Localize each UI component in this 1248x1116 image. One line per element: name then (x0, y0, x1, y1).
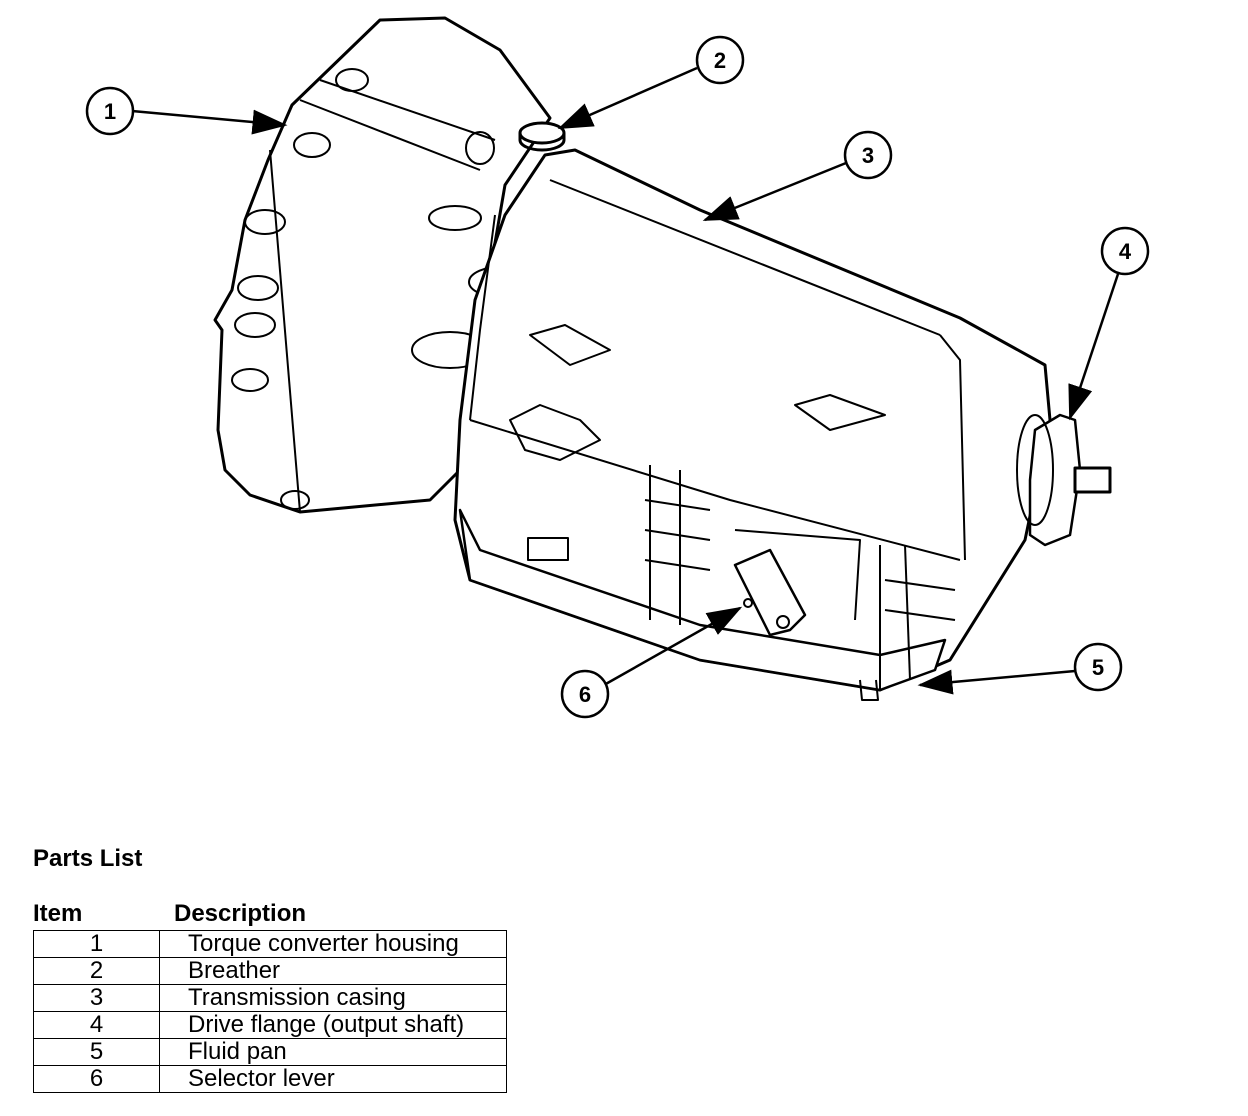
table-row: 6 Selector lever (33, 1065, 507, 1093)
callout-4-label: 4 (1119, 239, 1132, 264)
table-row: 3 Transmission casing (33, 984, 507, 1012)
item-description: Breather (159, 957, 507, 985)
item-column-header: Item (33, 900, 83, 927)
callout-6: 6 (560, 669, 610, 719)
description-column-header: Description (174, 900, 307, 927)
item-description: Selector lever (159, 1065, 507, 1093)
item-number: 6 (33, 1065, 160, 1093)
item-number: 2 (33, 957, 160, 985)
item-description: Fluid pan (159, 1038, 507, 1066)
callout-5-label: 5 (1092, 655, 1104, 680)
callout-6-label: 6 (579, 682, 591, 707)
item-description: Torque converter housing (159, 930, 507, 958)
item-number: 1 (33, 930, 160, 958)
leader-line-5 (917, 669, 1076, 695)
item-description: Transmission casing (159, 984, 507, 1012)
leader-line-6 (603, 606, 743, 687)
parts-list-title: Parts List (33, 845, 143, 872)
table-row: 1 Torque converter housing (33, 930, 507, 958)
callout-3: 3 (843, 130, 893, 180)
callout-2-label: 2 (714, 48, 726, 73)
item-number: 3 (33, 984, 160, 1012)
callout-3-label: 3 (862, 143, 874, 168)
parts-table: 1 Torque converter housing 2 Breather 3 … (33, 930, 507, 1093)
callout-2: 2 (695, 35, 745, 85)
table-row: 2 Breather (33, 957, 507, 985)
item-number: 4 (33, 1011, 160, 1039)
callout-5: 5 (1073, 642, 1123, 692)
table-row: 5 Fluid pan (33, 1038, 507, 1066)
leader-line-1 (131, 109, 288, 135)
transmission-diagram: 1 2 3 4 5 6 (85, 16, 1150, 719)
leader-line-3 (702, 161, 847, 222)
table-row: 4 Drive flange (output shaft) (33, 1011, 507, 1039)
drive-flange-shape (1028, 413, 1082, 547)
breather-shape (518, 121, 566, 145)
item-description: Drive flange (output shaft) (159, 1011, 507, 1039)
item-number: 5 (33, 1038, 160, 1066)
leader-line-4 (1068, 273, 1120, 421)
callout-4: 4 (1100, 226, 1150, 276)
leader-line-2 (557, 66, 698, 130)
selector-lever-shape (733, 548, 807, 637)
callout-1-label: 1 (104, 99, 116, 124)
callout-1: 1 (85, 86, 135, 136)
transmission-illustration (213, 16, 1112, 701)
fluid-pan-shape (458, 508, 947, 692)
